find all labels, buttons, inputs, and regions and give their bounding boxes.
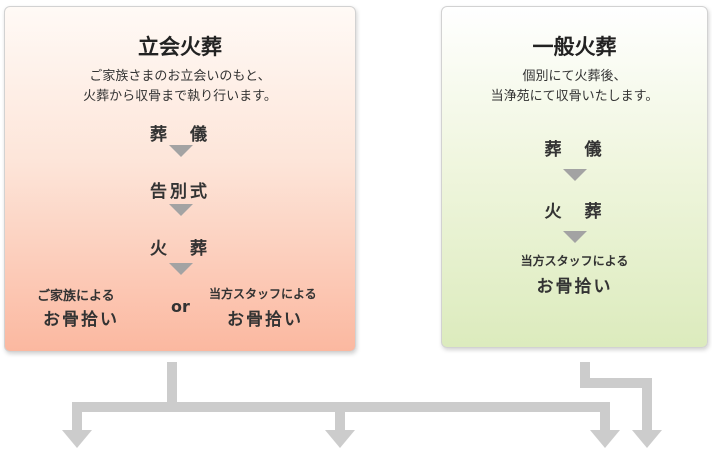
card-title: 一般火葬: [532, 35, 617, 59]
down-arrow-icon: [169, 263, 193, 275]
card-description-line-1: 個別にて火葬後、: [522, 69, 627, 84]
connector-drop-3: [600, 402, 610, 432]
down-arrow-icon: [590, 430, 620, 448]
card-title: 立会火葬: [138, 35, 222, 59]
down-arrow-icon: [632, 430, 662, 448]
connector-drop-2: [335, 402, 345, 432]
step-cremation: 火 葬: [544, 202, 605, 222]
down-arrow-icon: [62, 430, 92, 448]
connector-stem-left: [167, 362, 177, 412]
staff-label: 当方スタッフによる: [520, 254, 629, 268]
option-staff-label: 当方スタッフによる: [209, 287, 317, 301]
card-general-cremation: 一般火葬 個別にて火葬後、 当浄苑にて収骨いたします。 葬 儀 火 葬 当方スタ…: [441, 6, 708, 348]
or-separator: or: [171, 297, 190, 316]
down-arrow-icon: [563, 231, 587, 243]
step-cremation: 火 葬: [150, 239, 210, 259]
option-staff-bone-picking: お骨拾い: [227, 310, 303, 330]
connector-right-drop: [642, 378, 652, 432]
staff-bone-picking: お骨拾い: [536, 277, 613, 297]
step-farewell-ceremony: 告別式: [150, 182, 210, 202]
card-description-line-1: ご家族さまのお立会いのもと、: [89, 69, 271, 84]
connector-stem-right: [580, 362, 590, 384]
down-arrow-icon: [563, 169, 587, 181]
connector-group: [62, 362, 662, 448]
option-family-bone-picking: お骨拾い: [43, 310, 119, 330]
down-arrow-icon: [325, 430, 355, 448]
connector-drop-1: [72, 402, 82, 432]
down-arrow-icon: [169, 204, 193, 216]
card-attended-cremation: 立会火葬 ご家族さまのお立会いのもと、 火葬から収骨まで執り行います。 葬 儀 …: [4, 6, 356, 352]
step-funeral: 葬 儀: [544, 140, 605, 160]
down-arrow-icon: [169, 145, 193, 157]
connector-right-horizontal: [580, 378, 652, 388]
step-funeral: 葬 儀: [150, 125, 210, 145]
card-description-line-2: 当浄苑にて収骨いたします。: [490, 89, 659, 104]
option-family-label: ご家族による: [37, 289, 115, 304]
card-description-line-2: 火葬から収骨まで執り行います。: [83, 89, 277, 104]
